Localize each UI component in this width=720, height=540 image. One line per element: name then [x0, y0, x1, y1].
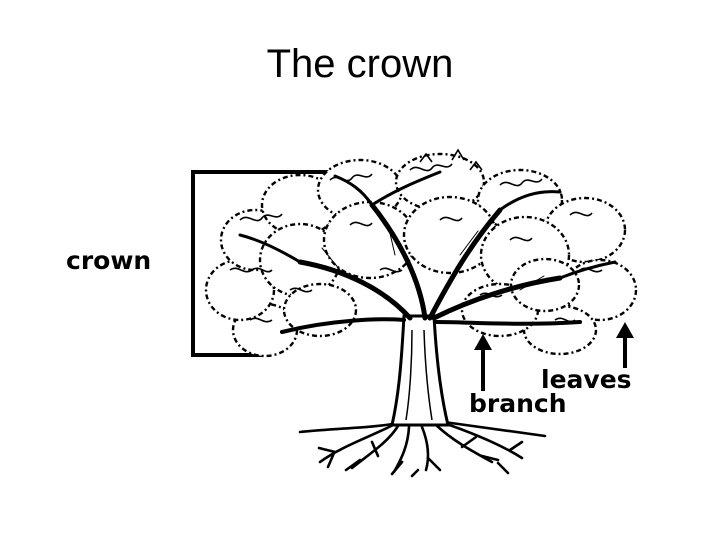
- branch-label: branch: [469, 389, 567, 418]
- crown-label: crown: [66, 246, 152, 275]
- tree-trunk: [390, 314, 450, 427]
- leaves-arrow: [616, 322, 634, 368]
- tree-branches: [238, 170, 617, 334]
- leaves-label: leaves: [541, 365, 632, 394]
- slide-title: The crown: [266, 42, 454, 86]
- branch-arrow: [474, 334, 492, 391]
- tree-roots: [298, 420, 547, 478]
- crown-bracket: [191, 170, 363, 357]
